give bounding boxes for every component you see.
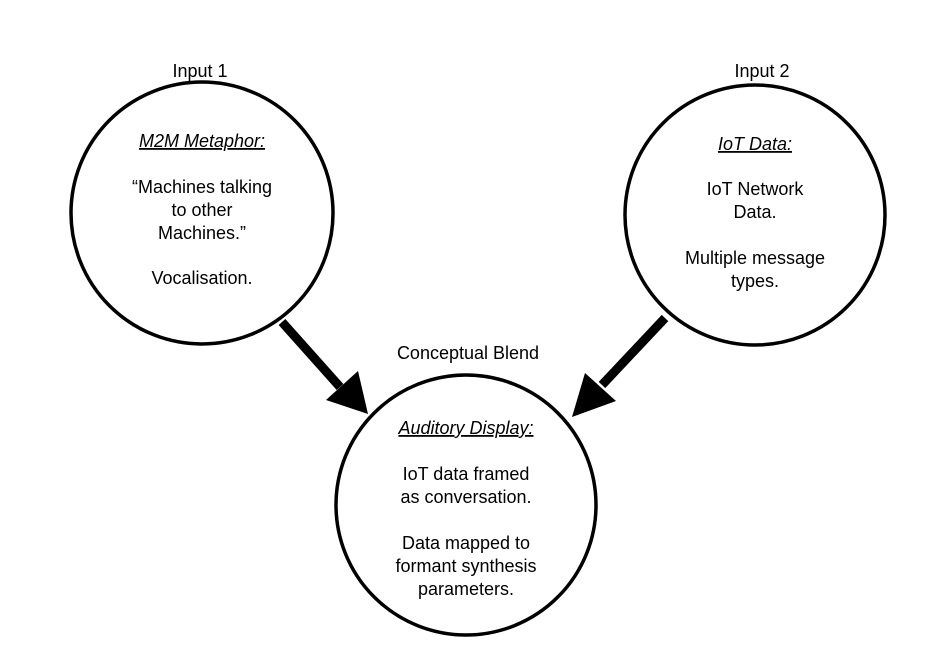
input1-line-2: to other: [171, 200, 232, 220]
input2-line-2: Data.: [733, 202, 776, 222]
blend-line-1: IoT data framed: [403, 464, 530, 484]
input2-title: IoT Data:: [718, 134, 792, 154]
blend-title: Auditory Display:: [397, 418, 533, 438]
blend-circle: [334, 373, 598, 637]
input2-line-4: Multiple message: [685, 248, 825, 268]
input2-line-5: types.: [731, 271, 779, 291]
input1-node: Input 1 M2M Metaphor: “Machines talking …: [69, 61, 335, 346]
blend-node: Conceptual Blend Auditory Display: IoT d…: [334, 343, 598, 637]
input1-line-5: Vocalisation.: [151, 268, 252, 288]
input2-line-1: IoT Network: [707, 179, 805, 199]
blend-line-4: Data mapped to: [402, 533, 530, 553]
input1-line-1: “Machines talking: [132, 177, 272, 197]
blend-line-2: as conversation.: [400, 487, 531, 507]
input1-title: M2M Metaphor:: [139, 131, 265, 151]
blend-line-6: parameters.: [418, 579, 514, 599]
arrow-input1-to-blend: [278, 319, 368, 414]
input2-circle: [623, 83, 887, 347]
arrow-input2-to-blend: [572, 314, 669, 417]
input2-label: Input 2: [734, 61, 789, 81]
input1-circle: [69, 80, 335, 346]
blend-line-5: formant synthesis: [395, 556, 536, 576]
blend-label: Conceptual Blend: [397, 343, 539, 363]
input1-label: Input 1: [172, 61, 227, 81]
input2-node: Input 2 IoT Data: IoT Network Data. Mult…: [623, 61, 887, 347]
input1-line-3: Machines.”: [158, 223, 246, 243]
